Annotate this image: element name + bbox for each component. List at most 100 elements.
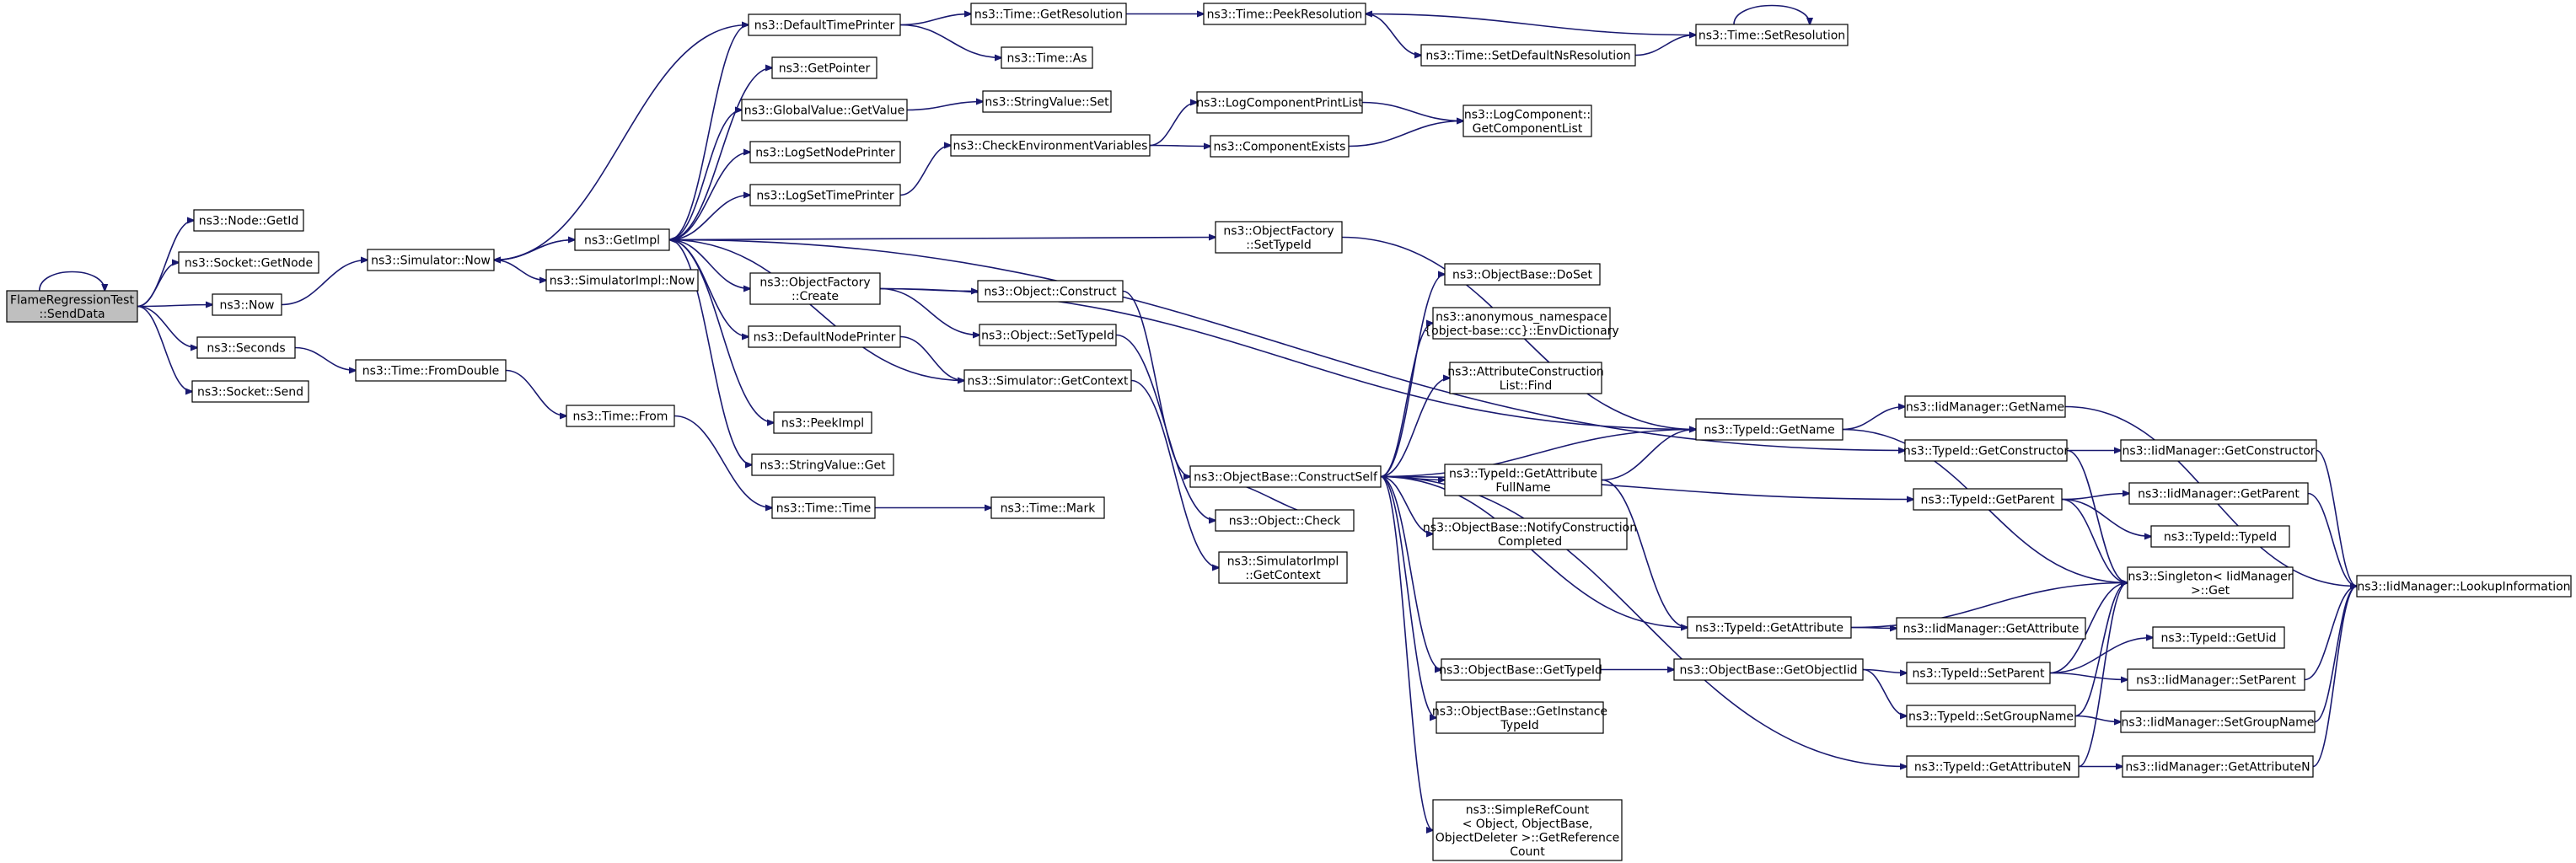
node-getid[interactable]: ns3::Node::GetId xyxy=(193,209,304,232)
node-peekimpl[interactable]: ns3::PeekImpl xyxy=(773,411,872,434)
node-obgettid[interactable]: ns3::ObjectBase::GetTypeId xyxy=(1439,658,1602,681)
node-label: ns3::IidManager::GetConstructor xyxy=(2122,445,2315,458)
node-imgetctor[interactable]: ns3::IidManager::GetConstructor xyxy=(2120,439,2317,462)
node-getimpl[interactable]: ns3::GetImpl xyxy=(574,228,670,251)
node-objcheck[interactable]: ns3::Object::Check xyxy=(1215,509,1355,532)
node-box xyxy=(1432,799,1623,861)
node-imsetparent[interactable]: ns3::IidManager::SetParent xyxy=(2127,668,2305,691)
node-box xyxy=(574,228,670,251)
node-svset[interactable]: ns3::StringValue::Set xyxy=(982,90,1112,113)
node-obgetoiid[interactable]: ns3::ObjectBase::GetObjectIid xyxy=(1673,658,1864,681)
node-obdoset[interactable]: ns3::ObjectBase::DoSet xyxy=(1444,263,1601,286)
node-lsnp[interactable]: ns3::LogSetNodePrinter xyxy=(749,141,901,163)
node-label: ns3::StringValue::Set xyxy=(985,96,1109,110)
edge-tidgetattr-to-singleton xyxy=(1850,583,2128,629)
node-send[interactable]: ns3::Socket::Send xyxy=(191,380,309,403)
node-label: >::Get xyxy=(2191,584,2230,598)
node-label: TypeId xyxy=(1500,719,1538,732)
node-objsettypeid[interactable]: ns3::Object::SetTypeId xyxy=(979,324,1117,346)
node-label: ns3::Now xyxy=(220,299,275,313)
node-imgetattr[interactable]: ns3::IidManager::GetAttribute xyxy=(1896,617,2086,640)
node-setres[interactable]: ns3::Time::SetResolution xyxy=(1695,24,1849,46)
node-box xyxy=(2128,482,2309,505)
node-dnp[interactable]: ns3::DefaultNodePrinter xyxy=(748,325,901,348)
node-tidgetuid[interactable]: ns3::TypeId::GetUid xyxy=(2152,626,2285,649)
node-fromdouble[interactable]: ns3::Time::FromDouble xyxy=(355,359,507,382)
node-obncc[interactable]: ns3::ObjectBase::NotifyConstructionCompl… xyxy=(1423,517,1637,550)
node-ofcreate[interactable]: ns3::ObjectFactory::Create xyxy=(749,272,881,305)
node-label: ObjectDeleter >::GetReference xyxy=(1436,831,1619,844)
node-cev[interactable]: ns3::CheckEnvironmentVariables xyxy=(950,134,1151,157)
node-box xyxy=(1215,221,1343,254)
node-dtp[interactable]: ns3::DefaultTimePrinter xyxy=(748,13,901,36)
node-setdefres[interactable]: ns3::Time::SetDefaultNsResolution xyxy=(1420,44,1636,67)
edge-lstp-to-cev xyxy=(899,146,951,196)
node-imgetattrn[interactable]: ns3::IidManager::GetAttributeN xyxy=(2122,755,2314,778)
node-label: ns3::Singleton< IidManager xyxy=(2128,570,2293,583)
node-lcpl[interactable]: ns3::LogComponentPrintList xyxy=(1196,91,1363,114)
node-tidgetname[interactable]: ns3::TypeId::GetName xyxy=(1695,418,1843,441)
node-getnode[interactable]: ns3::Socket::GetNode xyxy=(178,251,319,274)
node-box xyxy=(1896,617,2086,640)
node-imsetgroup[interactable]: ns3::IidManager::SetGroupName xyxy=(2120,710,2316,733)
node-imgetparent[interactable]: ns3::IidManager::GetParent xyxy=(2128,482,2309,505)
node-box xyxy=(1687,616,1852,639)
node-timefrom[interactable]: ns3::Time::From xyxy=(566,405,675,427)
node-root[interactable]: FlameRegressionTest::SendData xyxy=(6,290,138,323)
node-label: {object-base::cc}::EnvDictionary xyxy=(1424,324,1618,338)
node-singleton[interactable]: ns3::Singleton< IidManager>::Get xyxy=(2127,566,2294,599)
node-imlookup[interactable]: ns3::IidManager::LookupInformation xyxy=(2356,575,2572,598)
node-label: ns3::Socket::Send xyxy=(197,386,303,399)
node-label: ns3::Object::SetTypeId xyxy=(981,330,1114,343)
node-anon[interactable]: ns3::anonymous_namespace{object-base::cc… xyxy=(1424,307,1619,340)
node-imgetname[interactable]: ns3::IidManager::GetName xyxy=(1904,395,2066,418)
node-simnow[interactable]: ns3::Simulator::Now xyxy=(367,249,495,271)
node-getpointer[interactable]: ns3::GetPointer xyxy=(771,56,877,79)
node-tidsetparent[interactable]: ns3::TypeId::SetParent xyxy=(1906,662,2051,684)
edge-obcs-to-obdoset xyxy=(1380,275,1445,478)
node-timeas[interactable]: ns3::Time::As xyxy=(1001,46,1093,69)
node-label: ns3::Socket::GetNode xyxy=(185,257,313,271)
node-lstp[interactable]: ns3::LogSetTimePrinter xyxy=(749,184,901,206)
node-timetime[interactable]: ns3::Time::Time xyxy=(771,496,876,519)
node-box xyxy=(1695,24,1849,46)
node-peekres[interactable]: ns3::Time::PeekResolution xyxy=(1203,3,1366,25)
edge-obcs-to-tidgetname xyxy=(1380,430,1696,478)
node-obcs[interactable]: ns3::ObjectBase::ConstructSelf xyxy=(1189,465,1382,488)
node-box xyxy=(2150,525,2290,548)
node-srcgrc[interactable]: ns3::SimpleRefCount< Object, ObjectBase,… xyxy=(1432,799,1623,861)
node-simimplnow[interactable]: ns3::SimulatorImpl::Now xyxy=(545,269,699,292)
node-objconstruct[interactable]: ns3::Object::Construct xyxy=(977,280,1124,303)
node-box xyxy=(977,280,1124,303)
node-tidtypeid[interactable]: ns3::TypeId::TypeId xyxy=(2150,525,2290,548)
node-lcgcl[interactable]: ns3::LogComponent::GetComponentList xyxy=(1462,105,1592,137)
node-timemark[interactable]: ns3::Time::Mark xyxy=(990,496,1105,519)
node-simgetctx[interactable]: ns3::Simulator::GetContext xyxy=(963,369,1132,392)
node-simimplctx[interactable]: ns3::SimulatorImpl::GetContext xyxy=(1218,551,1348,584)
node-seconds[interactable]: ns3::Seconds xyxy=(196,336,296,359)
node-box xyxy=(1432,517,1628,550)
node-label: ns3::Time::From xyxy=(573,410,668,424)
edge-getimpl-to-lsnp xyxy=(668,153,750,241)
node-tidgetattr[interactable]: ns3::TypeId::GetAttribute xyxy=(1687,616,1852,639)
node-tidgetctor[interactable]: ns3::TypeId::GetConstructor xyxy=(1903,439,2069,462)
node-now[interactable]: ns3::Now xyxy=(212,293,282,316)
node-getres[interactable]: ns3::Time::GetResolution xyxy=(970,3,1127,25)
node-tidsetgroup[interactable]: ns3::TypeId::SetGroupName xyxy=(1906,705,2076,727)
node-tidgetattrn[interactable]: ns3::TypeId::GetAttributeN xyxy=(1906,755,2080,778)
edge-obcs-to-obncc xyxy=(1380,475,1433,534)
node-svget[interactable]: ns3::StringValue::Get xyxy=(751,453,894,476)
node-box xyxy=(1904,395,2066,418)
edge-tidsetparent-to-singleton xyxy=(2049,583,2128,674)
node-ofsettypeid[interactable]: ns3::ObjectFactory::SetTypeId xyxy=(1215,221,1343,254)
node-box xyxy=(1444,464,1602,496)
node-label: ns3::LogComponentPrintList xyxy=(1196,97,1363,110)
node-box xyxy=(1906,705,2076,727)
node-tidgetparent[interactable]: ns3::TypeId::GetParent xyxy=(1913,488,2063,511)
edge-getimpl-to-ofsettypeid xyxy=(668,238,1216,240)
node-compexists[interactable]: ns3::ComponentExists xyxy=(1210,135,1350,158)
node-gvget[interactable]: ns3::GlobalValue::GetValue xyxy=(741,99,908,121)
